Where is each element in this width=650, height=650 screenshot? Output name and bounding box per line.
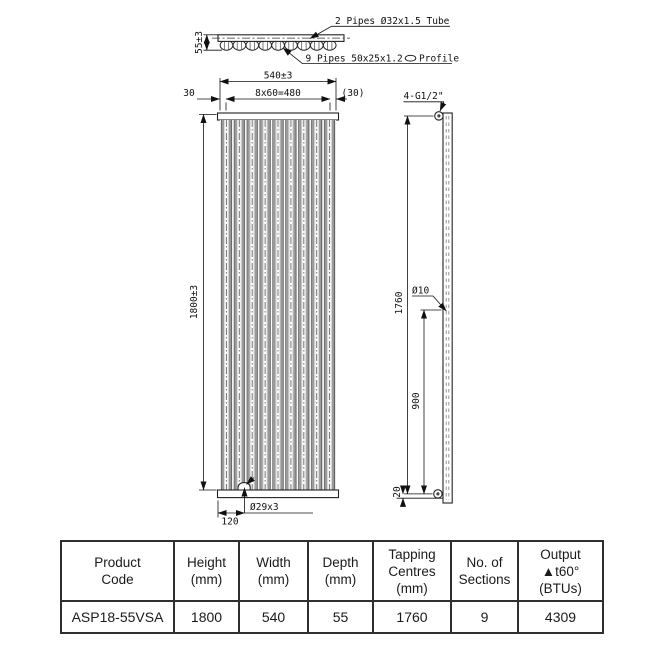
dim-drain-offset: 120	[217, 500, 245, 528]
radiator-bottom-bar	[216, 489, 340, 499]
label-tappings: 4-G1/2"	[403, 91, 447, 112]
left-margin-dim-text: 30	[183, 88, 195, 99]
tapping-centres-dim-text: 1760	[394, 291, 405, 314]
overall-height-dim-text: 1800±3	[189, 285, 200, 319]
side-profile-body	[442, 112, 453, 504]
depth-dim-text: 55±3	[194, 31, 205, 54]
dim-section-pitch: 8x60=480	[225, 88, 331, 111]
radiator-tubes	[220, 120, 336, 490]
dim-overall-height: 1800±3	[189, 114, 217, 491]
dim-left-margin: 30	[183, 88, 220, 103]
radiator-top-bar	[216, 112, 340, 121]
col-header-height: Height(mm)	[173, 540, 240, 602]
cell-tapping-centres: 1760	[372, 600, 452, 634]
col-header-width: Width(mm)	[238, 540, 309, 602]
label-profile-pipes: 9 Pipes 50x25x1.2 Profile	[282, 47, 459, 64]
cell-width: 540	[238, 600, 309, 634]
dim-overall-width: 540±3	[219, 71, 337, 111]
front-view: 540±3 8x60=480 30 (30) 1800±3	[183, 71, 364, 528]
drain-dim-text: Ø29x3	[250, 502, 279, 513]
bracket-hole-dim-text: Ø10	[412, 286, 429, 297]
overall-width-dim-text: 540±3	[264, 71, 293, 82]
dim-bracket-span: 900	[411, 309, 442, 495]
section-view: 55±3 2 Pipes Ø32x1.5 Tube 9 Pipes 50x25x…	[194, 16, 460, 65]
tube-header-bar	[217, 34, 345, 42]
right-margin-dim-text: (30)	[342, 88, 365, 99]
dim-tapping-centres: 1760	[394, 115, 434, 495]
profile-label-right-text: Profile	[419, 53, 459, 64]
dim-depth: 55±3	[194, 31, 222, 54]
dim-drain: Ø29x3	[241, 476, 313, 514]
dim-bottom-offset: 20	[392, 485, 443, 507]
side-view: 4-G1/2" 1760 Ø10 900 20	[392, 91, 453, 507]
drain-offset-dim-text: 120	[221, 517, 238, 528]
label-tube-pipes: 2 Pipes Ø32x1.5 Tube	[309, 16, 450, 39]
dim-right-margin: (30)	[336, 88, 365, 103]
cell-sections: 9	[450, 600, 519, 634]
dim-bracket-hole: Ø10	[412, 286, 447, 312]
cell-height: 1800	[173, 600, 240, 634]
bottom-offset-dim-text: 20	[392, 486, 403, 498]
spec-table-data-row: ASP18-55VSA 1800 540 55 1760 9 4309	[60, 600, 604, 634]
section-pitch-dim-text: 8x60=480	[255, 88, 301, 99]
tappings-label-text: 4-G1/2"	[404, 91, 444, 102]
cell-depth: 55	[307, 600, 374, 634]
cell-output: 4309	[517, 600, 604, 634]
col-header-output: Output▲t60° (BTUs)	[517, 540, 604, 602]
tube-label-text: 2 Pipes Ø32x1.5 Tube	[335, 16, 450, 27]
profile-symbol-icon	[404, 54, 417, 62]
bracket-span-dim-text: 900	[411, 392, 422, 409]
cell-product-code: ASP18-55VSA	[60, 600, 175, 634]
profile-label-left-text: 9 Pipes 50x25x1.2	[306, 53, 403, 64]
col-header-depth: Depth(mm)	[307, 540, 374, 602]
